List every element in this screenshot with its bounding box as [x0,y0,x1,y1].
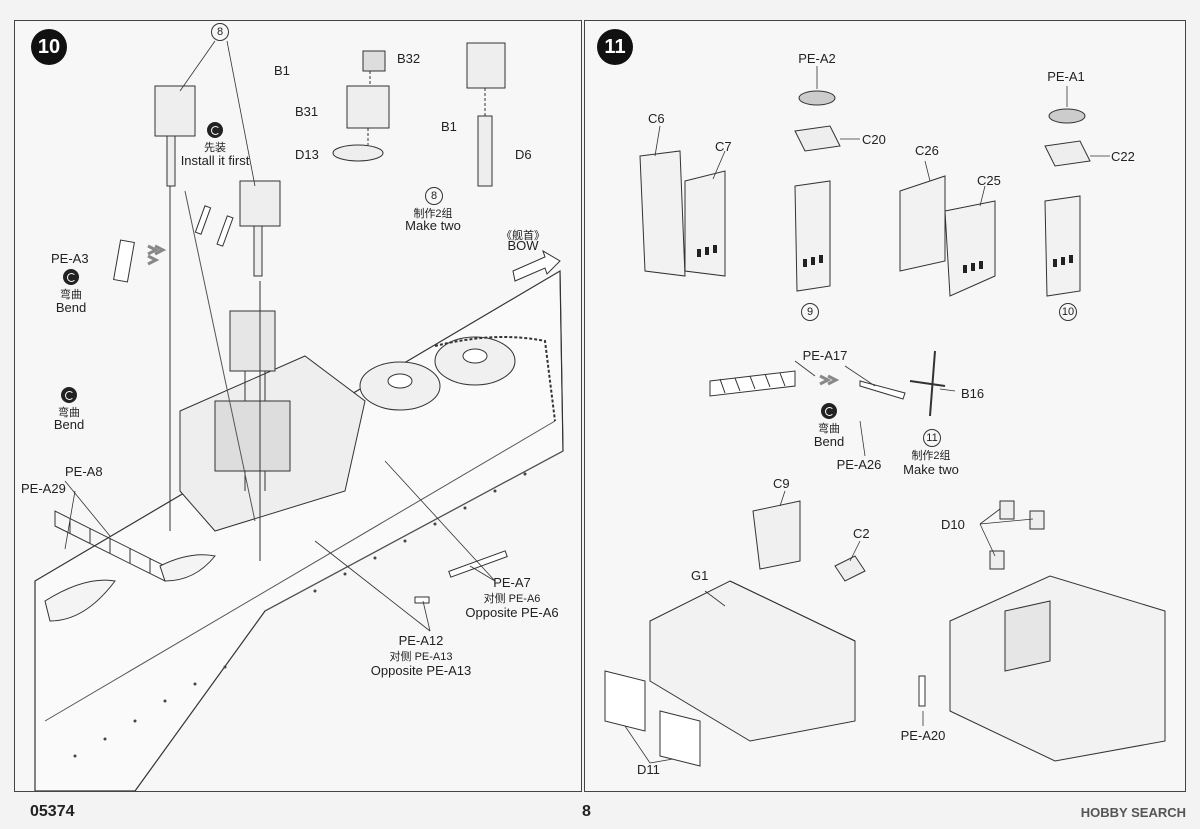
part-label-pe-a3: PE-A3 [51,251,89,266]
watermark-text: HOBBY SEARCH [1080,805,1186,820]
step-number-badge: 11 [597,29,633,65]
part-label-d10: D10 [941,517,965,532]
part-label-pe-a26: PE-A26 [836,457,882,472]
bend-cn: 弯曲 [58,407,80,419]
part-label-pe-a17: PE-A17 [802,348,848,363]
step-10-ship-drawing [34,40,564,791]
part-label-c9: C9 [773,476,790,491]
kit-code: 05374 [30,803,75,820]
part-label-d13: D13 [295,147,319,162]
make-two-en: Make two [903,462,959,477]
make-two-cn: 制作2组 [413,208,453,220]
install-first-icon [207,122,223,138]
step-number-badge: 10 [31,29,67,65]
part-label-c7: C7 [715,139,732,154]
pe-a12-opposite-en: Opposite PE-A13 [370,663,472,678]
make-two-circle-number: 8 [430,190,438,202]
install-first-en: Install it first [180,153,250,168]
bend-icon [61,387,77,403]
bend-en: Bend [813,434,845,449]
bend-en: Bend [53,417,85,432]
make-two-circle-number: 8 [216,26,224,38]
bow-cn: 《舰首》 [501,230,545,242]
part-label-d11: D11 [637,762,660,777]
step-number: 10 [37,35,61,58]
part-label-pe-a1: PE-A1 [1047,69,1085,84]
step-11-panel: 11 C6 C7 PE-A2 C20 C26 C25 PE-A1 C22 9 1… [584,20,1186,792]
part-label-c2: C2 [853,526,870,541]
step-11-parts-drawing [604,66,1166,767]
make-two-en: Make two [405,218,461,233]
install-first-cn: 先装 [204,142,226,154]
part-label-pe-a29: PE-A29 [21,481,66,496]
part-label-pe-a7: PE-A7 [493,575,531,590]
part-label-pe-a8: PE-A8 [65,464,103,479]
bend-en: Bend [55,300,87,315]
part-label-b1: B1 [274,63,290,78]
part-label-b16: B16 [961,386,985,401]
part-label-pe-a20: PE-A20 [900,728,946,743]
bend-cn: 弯曲 [60,289,82,301]
pe-a7-opposite-en: Opposite PE-A6 [465,605,559,620]
make-two-circle-b31: 8 [425,187,443,205]
subassembly-10-number: 10 [1061,306,1075,318]
part-label-pe-a12: PE-A12 [398,633,444,648]
step-10-panel: 10 8 B1 B32 B31 B1 D13 D6 8 制作2组 Make tw… [14,20,582,792]
bend-cn: 弯曲 [818,423,840,435]
subassembly-9-circle: 9 [801,303,819,321]
subassembly-11-circle: 11 [923,429,941,447]
bend-icon [821,403,837,419]
part-label-c26: C26 [915,143,939,158]
part-label-b32: B32 [397,51,421,66]
subassembly-11-number: 11 [926,432,938,444]
part-label-c25: C25 [977,173,1001,188]
subassembly-9-number: 9 [806,306,814,318]
part-label-g1: G1 [691,568,709,583]
make-two-circle: 8 [211,23,229,41]
part-label-d6: D6 [515,147,532,162]
pe-a12-opposite-cn: 对侧 PE-A13 [389,651,453,663]
part-label-b1-second: B1 [441,119,457,134]
pe-a7-opposite-cn: 对侧 PE-A6 [483,593,541,605]
part-label-c6: C6 [648,111,665,126]
bend-icon [63,269,79,285]
part-label-pe-a2: PE-A2 [798,51,836,66]
part-label-c20: C20 [862,132,886,147]
part-label-b31: B31 [295,104,319,119]
part-label-c22: C22 [1111,149,1135,164]
make-two-cn: 制作2组 [911,450,951,462]
bow-en: BOW [507,238,539,253]
subassembly-10-circle: 10 [1059,303,1077,321]
step-number: 11 [604,35,626,58]
page-number: 8 [582,803,591,820]
